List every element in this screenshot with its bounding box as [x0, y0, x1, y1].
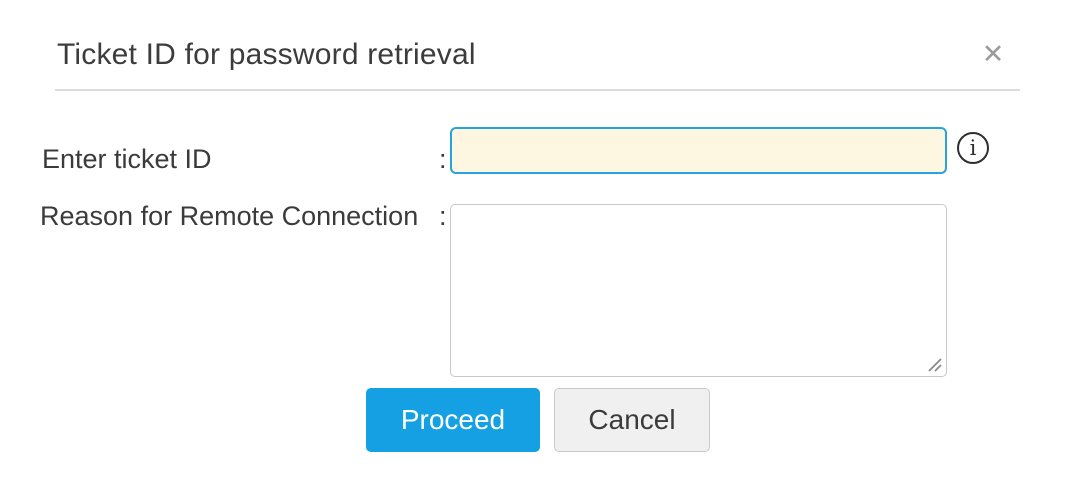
- proceed-button[interactable]: Proceed: [366, 388, 540, 452]
- ticket-id-input[interactable]: [450, 127, 947, 174]
- reason-label: Reason for Remote Connection: [40, 201, 419, 231]
- close-icon[interactable]: ✕: [976, 38, 1010, 72]
- ticket-id-colon: :: [439, 144, 447, 174]
- resize-handle-icon[interactable]: [926, 356, 942, 372]
- header-divider: [55, 89, 1020, 91]
- reason-colon: :: [439, 201, 447, 231]
- info-icon[interactable]: i: [957, 132, 989, 164]
- ticket-id-label: Enter ticket ID: [42, 144, 212, 174]
- reason-textarea[interactable]: [450, 204, 947, 377]
- cancel-button[interactable]: Cancel: [554, 388, 710, 452]
- dialog-title: Ticket ID for password retrieval: [57, 38, 476, 71]
